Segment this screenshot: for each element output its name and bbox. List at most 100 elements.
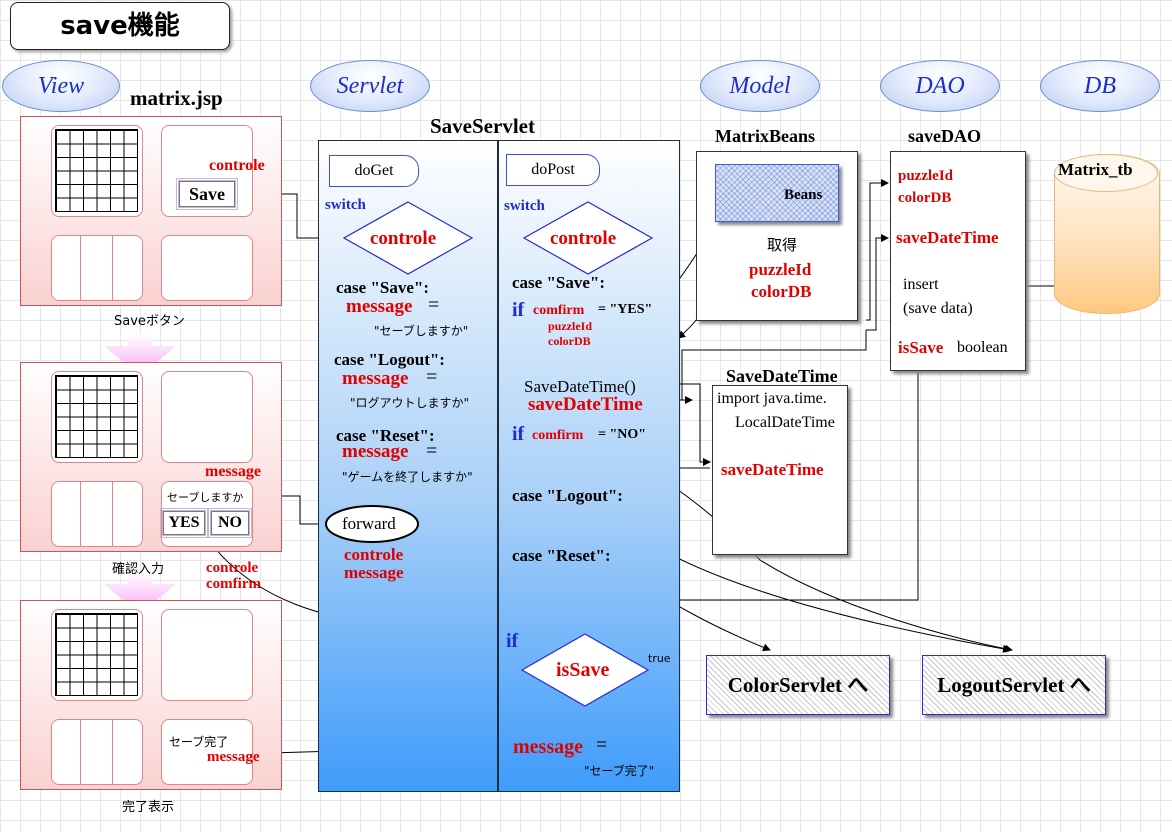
switch-label-get: switch [325,197,366,213]
message-save: message [346,296,413,317]
message-save-value: "セーブしますか" [374,324,469,338]
message-label: message [205,463,261,480]
done-message-label: message [207,749,260,765]
class-savedatetime: saveDateTime [721,460,824,479]
post-case-reset: case "Reset": [512,546,611,565]
layer-dao: DAO [880,60,1000,112]
forward-text: forward [342,514,396,533]
page-title: save機能 [10,2,230,50]
color-cell [51,481,143,547]
flow-arrow-1 [104,334,176,376]
no-button[interactable]: NO [208,508,252,538]
case-save: case "Save": [336,278,429,297]
puzzle-grid [55,375,138,458]
color-cell [51,235,143,301]
message-reset-value: "ゲームを終了しますか" [342,470,473,484]
dao-title: saveDAO [908,126,981,146]
comfirm-yes-value: = "YES" [598,302,653,317]
comfirm-yes-key: comfirm [533,303,585,318]
controle-diamond-post [522,201,654,275]
comfirm-no-value: = "NO" [598,427,647,442]
get-label: 取得 [767,236,798,254]
side-controle: controle [206,560,259,576]
dao-colordb: colorDB [898,190,952,206]
issave-text: isSave [556,659,610,681]
puzzle-grid [55,129,138,212]
eq-2: = [426,366,438,388]
model-colordb: colorDB [751,282,812,301]
jsp-title: matrix.jsp [130,86,223,110]
savedatetime-call: SaveDateTime() [524,377,636,396]
db-cylinder-top [1054,154,1158,192]
jsp-panel-confirm: message セーブしますか YES NO [20,362,282,552]
case-logout: case "Logout": [334,350,445,369]
layer-model: Model [700,60,820,112]
grid-cell [51,609,143,701]
caption-done: 完了表示 [122,800,175,815]
message-logout: message [342,368,409,389]
servlet-title: SaveServlet [430,114,535,138]
dao-boolean: boolean [957,339,1008,356]
jsp-panel-done: セーブ完了 message [20,600,282,790]
beans-label: Beans [784,187,823,203]
save-dao: puzzleId colorDB saveDateTime insert (sa… [890,151,1026,371]
if-yes: if [512,299,525,321]
savedatetime-title: SaveDateTime [726,366,838,386]
issave-diamond [520,633,650,707]
layer-view: View [2,60,120,112]
doget-box: doGet [329,155,419,187]
jsp-panel-save: controle Save [20,116,282,306]
import-line-2: LocalDateTime [735,414,835,431]
post-puzzleid: puzzleId [548,319,593,333]
controle-label: controle [209,157,265,174]
color-servlet-target: ColorServlet へ [706,655,890,715]
dao-puzzleid: puzzleId [898,168,954,184]
grid-cell [51,371,143,463]
controle-text-post: controle [550,228,617,249]
forward-controle: controle [344,545,404,564]
final-message: message [513,736,583,758]
controle-diamond-get [342,201,474,275]
true-label: true [648,652,671,665]
savedatetime-var: saveDateTime [528,394,643,415]
puzzle-grid [55,613,138,696]
layer-servlet: Servlet [310,60,430,112]
dao-savedatetime: saveDateTime [896,228,999,247]
controle-text-get: controle [370,228,437,249]
eq-3: = [426,440,438,462]
yes-button[interactable]: YES [160,508,208,538]
beans-box: Beans [715,164,839,222]
side-comfirm: comfirm [206,576,261,592]
dao-issave: isSave [898,338,944,357]
dao-insert: insert [903,276,939,293]
grid-cell [51,125,143,217]
flow-arrow-2 [104,572,176,614]
import-line-1: import java.time. [717,390,827,407]
caption-save: Saveボタン [114,314,185,329]
case-reset: case "Reset": [336,426,435,445]
message-logout-value: "ログアウトしますか" [350,396,470,410]
save-button[interactable]: Save [176,178,238,210]
eq-1: = [428,294,440,316]
matrix-beans: Beans 取得 puzzleId colorDB [696,151,858,321]
forward-message: message [344,563,404,582]
control-cell [161,371,253,463]
post-case-logout: case "Logout": [512,486,623,505]
caption-confirm: 確認入力 [112,562,165,577]
if-no: if [512,423,525,445]
forward-ellipse [325,505,419,543]
model-title: MatrixBeans [715,126,815,146]
color-cell [51,719,143,785]
dao-savedata: (save data) [903,300,973,317]
layer-db: DB [1040,60,1160,112]
done-text: セーブ完了 [169,735,229,749]
logout-servlet-target: LogoutServlet へ [922,655,1106,715]
message-reset: message [342,441,409,462]
switch-label-post: switch [504,198,545,214]
model-puzzleid: puzzleId [749,260,812,279]
servlet-divider [497,141,499,791]
final-message-value: "セーブ完了" [584,764,655,778]
post-case-save: case "Save": [512,273,605,292]
savedatetime-class: import java.time. LocalDateTime saveDate… [712,385,848,555]
